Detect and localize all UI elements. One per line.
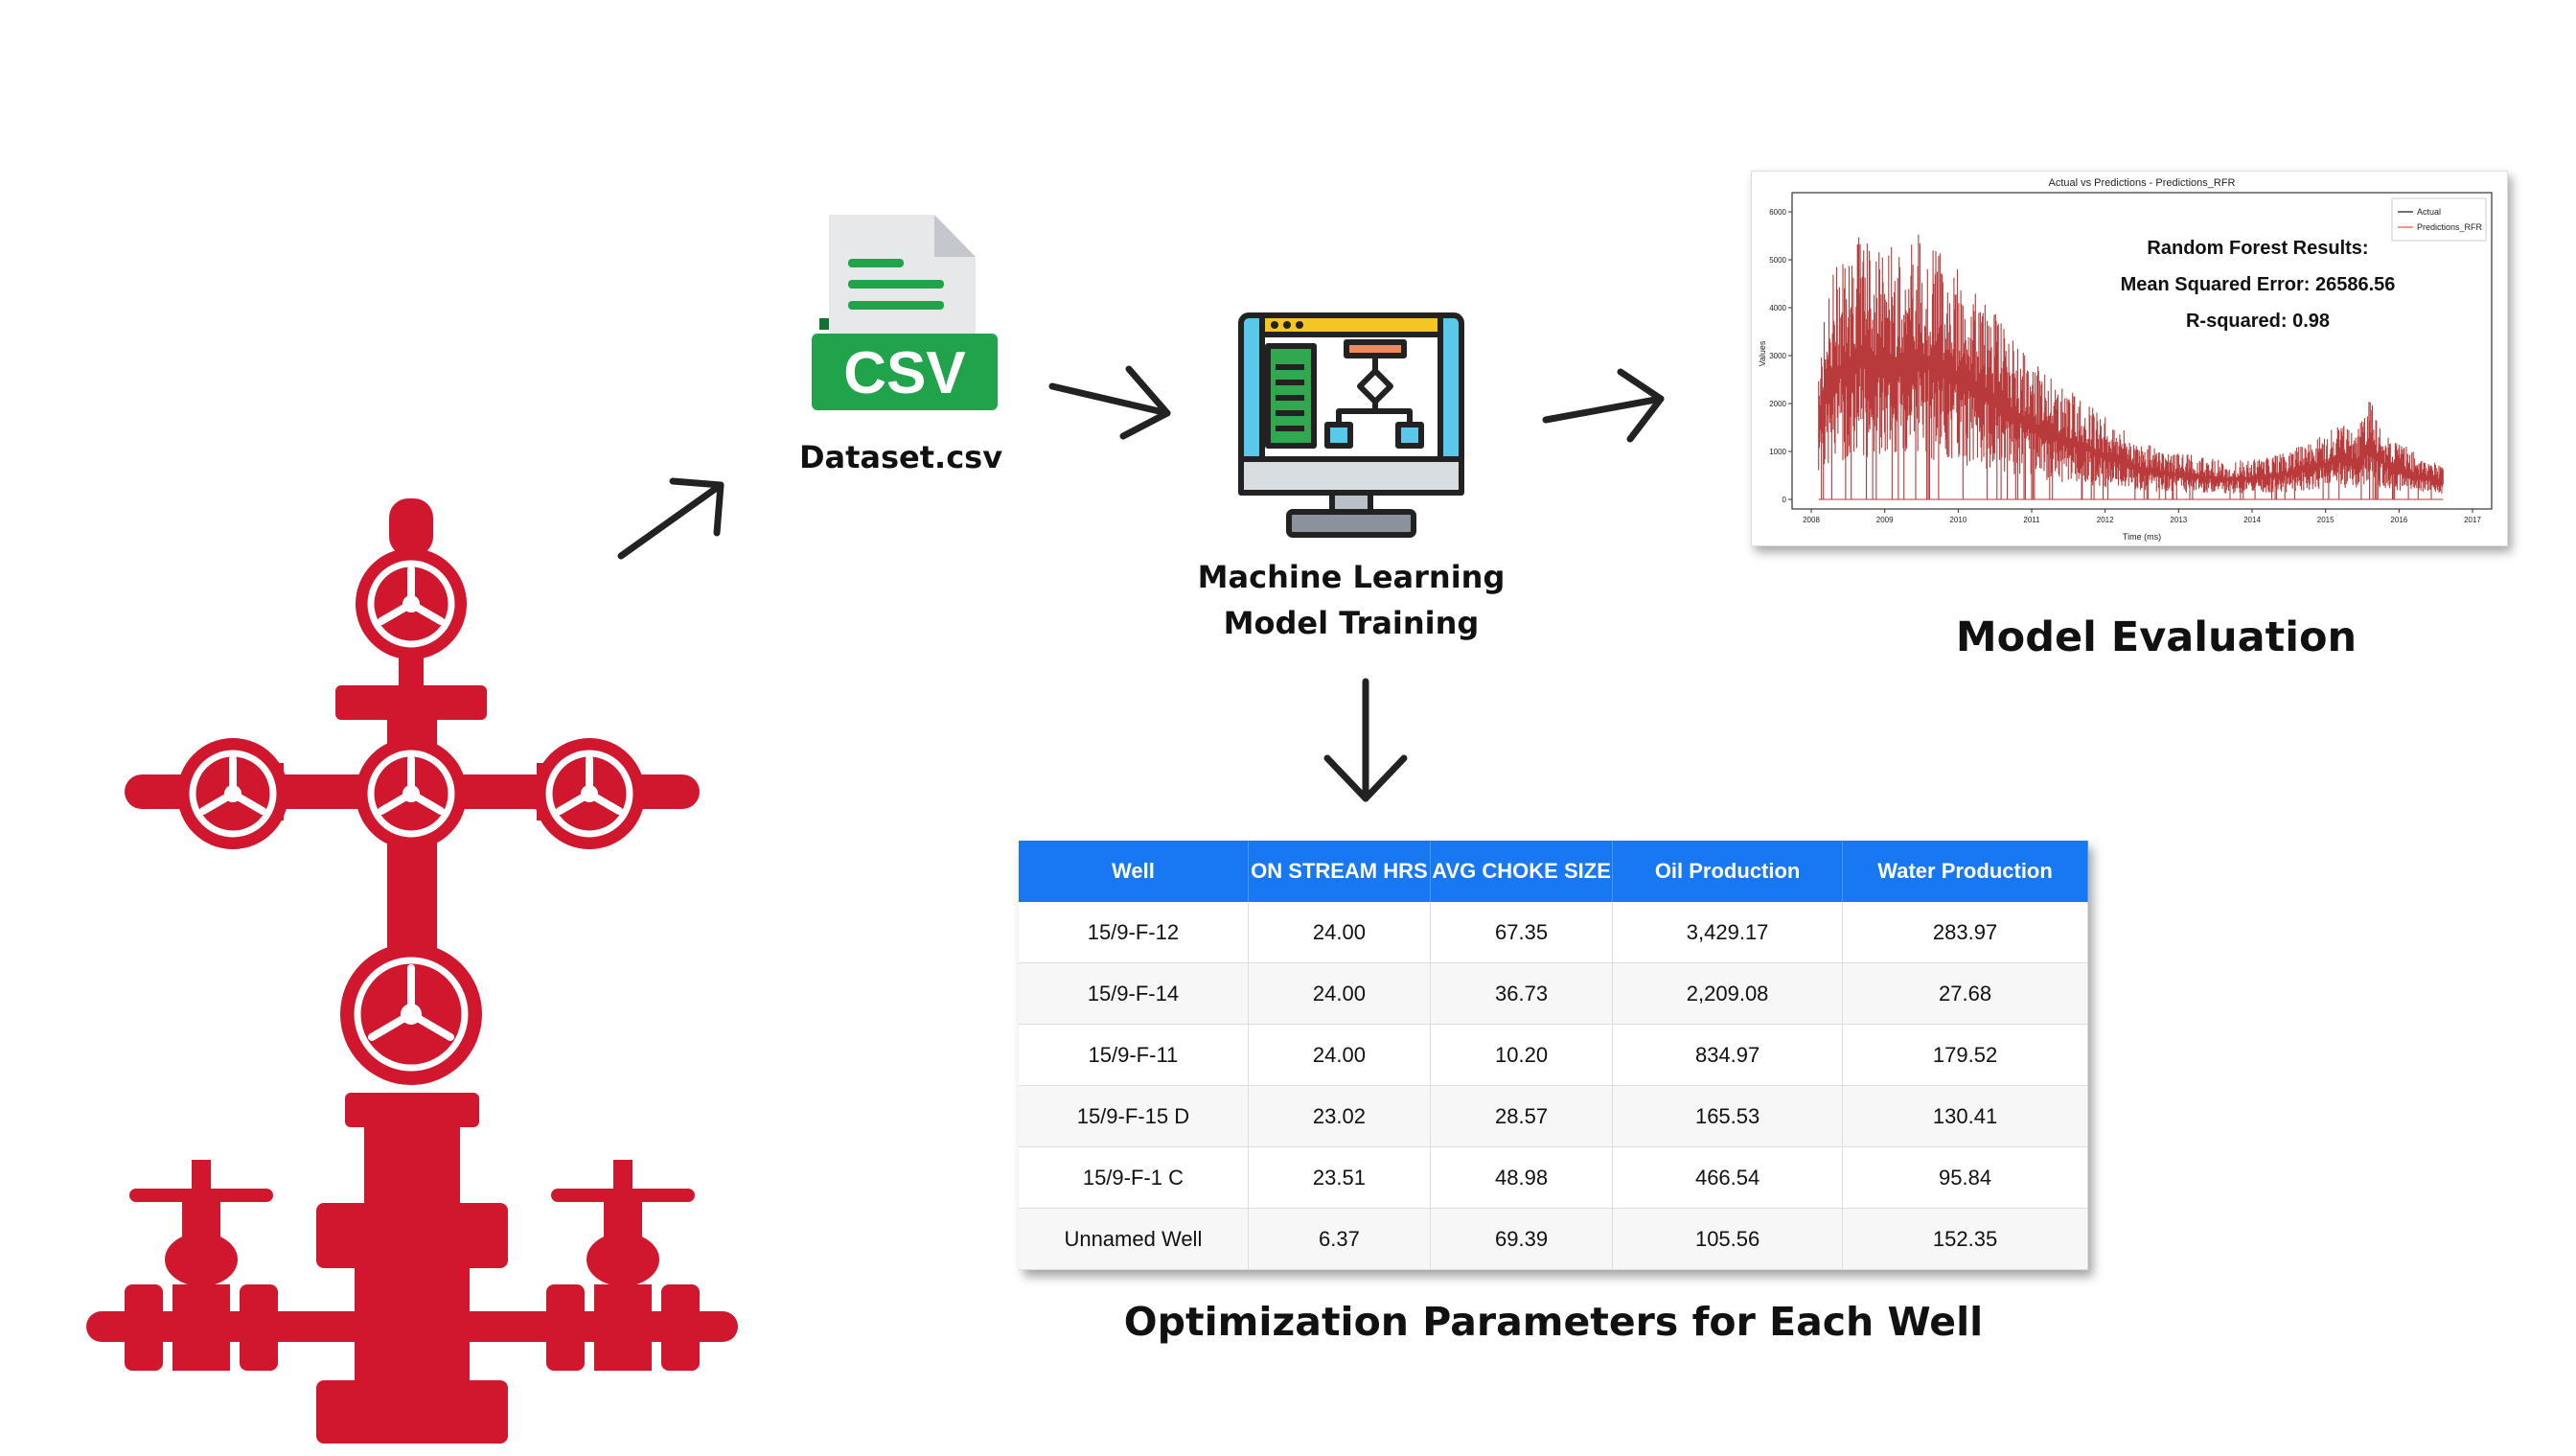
column-header: Oil Production — [1612, 841, 1844, 902]
table-cell: 15/9-F-15 D — [1019, 1085, 1249, 1147]
legend-label-actual: Actual — [2417, 207, 2441, 217]
table-cell: 15/9-F-12 — [1019, 902, 1249, 963]
table-cell: 23.02 — [1248, 1085, 1432, 1147]
annotation-line-1: Random Forest Results: — [2147, 238, 2368, 259]
chart-xlabel: Time (ms) — [2123, 532, 2161, 542]
training-caption-line2: Model Training — [1223, 605, 1480, 641]
chart-annotation: Random Forest Results: Mean Squared Erro… — [2121, 238, 2396, 332]
table-cell: 834.97 — [1612, 1024, 1844, 1086]
table-cell: 10.20 — [1430, 1024, 1614, 1086]
x-tick-label: 2013 — [2170, 516, 2187, 524]
table-cell: 67.35 — [1430, 902, 1614, 963]
table-cell: 48.98 — [1430, 1146, 1614, 1209]
y-tick-label: 3000 — [1769, 352, 1786, 360]
chart-canvas: Actual vs Predictions - Predictions_RFR … — [1758, 177, 2493, 542]
annotation-line-2: Mean Squared Error: 26586.56 — [2121, 274, 2396, 295]
table-cell: 15/9-F-14 — [1019, 962, 1249, 1025]
training-caption-line1: Machine Learning — [1197, 559, 1506, 595]
chart-legend: Actual Predictions_RFR — [2391, 197, 2487, 242]
table-cell: 69.39 — [1430, 1208, 1614, 1270]
table-cell: 152.35 — [1842, 1208, 2088, 1270]
table-cell: Unnamed Well — [1019, 1208, 1249, 1270]
column-header: ON STREAM HRS — [1248, 841, 1432, 902]
series-predictions-line — [1818, 234, 2444, 499]
table-cell: 95.84 — [1842, 1146, 2088, 1209]
wellhead-icon — [86, 498, 738, 1444]
table-cell: 3,429.17 — [1612, 902, 1844, 963]
x-tick-label: 2012 — [2097, 516, 2114, 524]
chart-ylabel: Values — [1758, 340, 1767, 366]
chart-title: Actual vs Predictions - Predictions_RFR — [2048, 177, 2235, 189]
y-tick-label: 5000 — [1769, 256, 1786, 265]
monitor-flowchart-icon — [1238, 312, 1464, 538]
table-cell: 165.53 — [1612, 1085, 1844, 1147]
table-cell: 36.73 — [1430, 962, 1614, 1025]
table-cell: 27.68 — [1842, 962, 2088, 1025]
arrow-down-icon — [1323, 678, 1408, 802]
table-cell: 6.37 — [1248, 1208, 1432, 1270]
y-tick-label: 6000 — [1769, 208, 1786, 217]
table-cell: 24.00 — [1248, 902, 1432, 963]
arrow-right-icon — [1542, 368, 1665, 443]
arrow-right-icon — [1048, 365, 1171, 440]
column-header: AVG CHOKE SIZE — [1430, 841, 1614, 902]
optimization-caption: Optimization Parameters for Each Well — [1123, 1299, 1984, 1345]
x-tick-label: 2010 — [1949, 516, 1966, 524]
arrow-up-right-icon — [617, 477, 724, 560]
legend-label-predictions: Predictions_RFR — [2417, 222, 2483, 232]
table-cell: 283.97 — [1842, 902, 2088, 963]
x-tick-label: 2011 — [2023, 516, 2040, 524]
table-cell: 466.54 — [1612, 1146, 1844, 1209]
annotation-line-3: R-squared: 0.98 — [2186, 311, 2330, 332]
training-caption: Machine Learning Model Training — [1179, 554, 1524, 646]
table-cell: 15/9-F-11 — [1019, 1024, 1249, 1086]
csv-label: CSV — [843, 340, 965, 406]
table-cell: 179.52 — [1842, 1024, 2088, 1086]
y-tick-label: 1000 — [1769, 448, 1786, 456]
table-cell: 105.56 — [1612, 1208, 1844, 1270]
y-tick-label: 0 — [1782, 496, 1787, 504]
x-tick-label: 2015 — [2317, 516, 2334, 524]
table-cell: 24.00 — [1248, 1024, 1432, 1086]
csv-file-icon: CSV — [812, 215, 998, 410]
table-cell: 130.41 — [1842, 1085, 2088, 1147]
evaluation-chart: Actual vs Predictions - Predictions_RFR … — [1751, 171, 2508, 546]
table-cell: 2,209.08 — [1612, 962, 1844, 1025]
x-tick-label: 2014 — [2243, 516, 2261, 524]
evaluation-caption: Model Evaluation — [1955, 613, 2358, 661]
y-tick-label: 4000 — [1769, 304, 1786, 312]
column-header: Water Production — [1842, 841, 2088, 902]
x-tick-label: 2017 — [2464, 516, 2481, 524]
table-cell: 24.00 — [1248, 962, 1432, 1025]
x-tick-label: 2016 — [2390, 516, 2407, 524]
x-tick-label: 2008 — [1803, 516, 1820, 524]
x-tick-label: 2009 — [1876, 516, 1894, 524]
dataset-caption: Dataset.csv — [798, 439, 1003, 475]
legend-box — [2391, 197, 2487, 242]
table-cell: 28.57 — [1430, 1085, 1614, 1147]
table-cell: 23.51 — [1248, 1146, 1432, 1209]
column-header: Well — [1019, 841, 1249, 902]
y-tick-label: 2000 — [1769, 400, 1786, 408]
table-cell: 15/9-F-1 C — [1019, 1146, 1249, 1209]
